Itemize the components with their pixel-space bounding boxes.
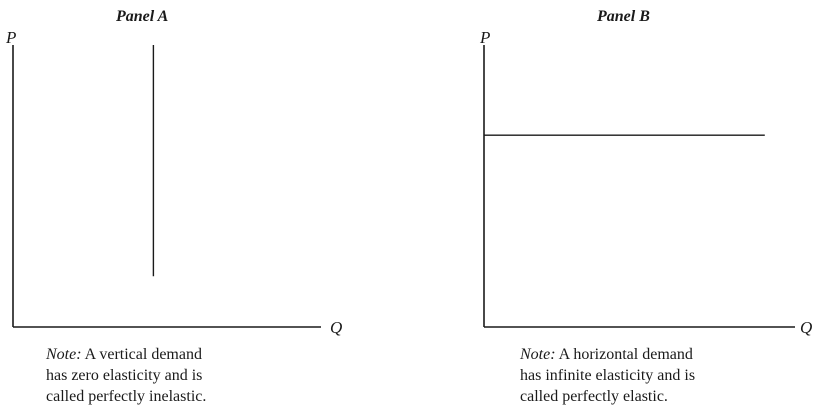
panel-a-title: Panel A xyxy=(116,8,169,25)
panel-a-x-axis-label: Q xyxy=(330,318,343,337)
panel-b-plot xyxy=(483,45,795,328)
panel-a-note-label: Note: xyxy=(46,346,82,363)
panel-b-note-label: Note: xyxy=(520,346,556,363)
panel-b-note-line-1: Note: A horizontal demand xyxy=(520,344,780,365)
panel-a-note-line-2: has zero elasticity and is xyxy=(46,367,203,384)
panel-a-note-line-1: Note: A vertical demand xyxy=(46,344,306,365)
panel-b-y-axis-label: P xyxy=(480,28,491,47)
panel-b-note-text-1: A horizontal demand xyxy=(558,346,693,363)
panel-b-note-line-2: has infinite elasticity and is xyxy=(520,367,696,384)
panel-a-note-text-1: A vertical demand xyxy=(84,346,202,363)
panel-b-title: Panel B xyxy=(597,8,650,25)
panel-a-note-line-3: called perfectly inelastic. xyxy=(46,388,207,405)
panel-a-y-axis-label: P xyxy=(6,28,17,47)
panel-b-note: Note: A horizontal demand has infinite e… xyxy=(520,344,780,407)
panel-b-x-axis-label: Q xyxy=(800,318,813,337)
panel-a: Panel A P Q Note: A vertical demand has … xyxy=(0,0,400,415)
panel-b: Panel B P Q Note: A horizontal demand ha… xyxy=(470,0,815,415)
panel-b-note-line-3: called perfectly elastic. xyxy=(520,388,668,405)
panel-a-plot xyxy=(12,45,321,328)
panel-a-note: Note: A vertical demand has zero elastic… xyxy=(46,344,306,407)
